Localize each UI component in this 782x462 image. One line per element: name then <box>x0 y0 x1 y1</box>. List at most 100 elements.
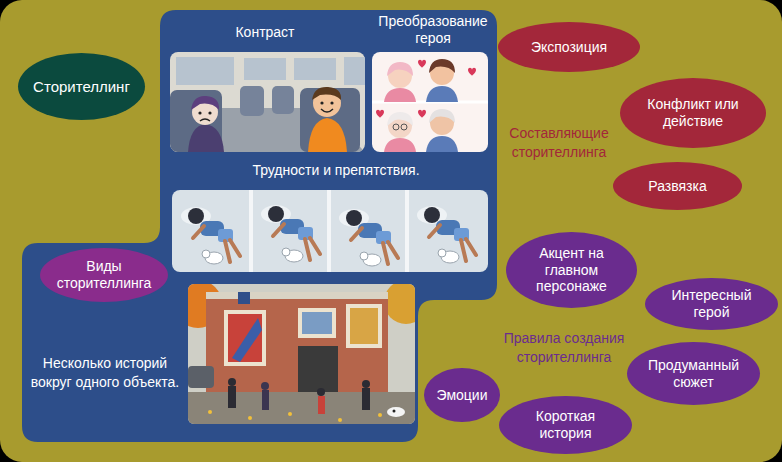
ellipse-node: Акцент на главном персонаже <box>506 232 637 308</box>
shop-window <box>298 308 336 338</box>
leaf <box>248 416 252 420</box>
panel-heading: Несколько историй вокруг одного объекта. <box>26 354 184 392</box>
sleeping-figure <box>261 205 320 262</box>
sad-child-body <box>188 124 224 152</box>
ellipse-fill <box>506 232 637 308</box>
ellipse-node: Виды сторителлинга <box>40 248 168 302</box>
ellipse-label: Интересный герой <box>659 287 765 321</box>
panel-divider <box>405 190 409 272</box>
person-hair <box>387 112 413 126</box>
sad-child-hair <box>191 96 219 110</box>
ellipse-fill <box>18 53 145 120</box>
pavement <box>188 392 415 424</box>
ellipse-fill <box>498 22 640 72</box>
ellipse-label: Конфликт или действие <box>635 96 752 130</box>
bus-window <box>176 57 234 85</box>
pedestrian <box>362 388 370 410</box>
bus-seat <box>272 86 294 114</box>
heart <box>418 60 426 68</box>
house-sign <box>238 292 250 304</box>
panel-divider <box>249 190 253 272</box>
ellipse-label: Развязка <box>626 178 729 195</box>
eye <box>198 111 201 114</box>
person-body <box>384 138 416 152</box>
bus-seat <box>300 88 360 152</box>
ellipse-label: Сторителлинг <box>31 78 133 96</box>
car <box>188 366 214 388</box>
couple-background <box>372 52 488 152</box>
group-label: Правила создания сторителлинга <box>487 329 641 367</box>
window-glass <box>302 312 332 334</box>
glasses <box>401 124 407 130</box>
pedestrian <box>228 378 236 386</box>
couple-scene <box>372 52 488 152</box>
pedestrian <box>261 382 269 390</box>
pedestrian <box>317 388 325 396</box>
sleeping-figure <box>339 209 398 266</box>
ellipse-fill <box>499 396 632 454</box>
pedestrian <box>318 396 325 414</box>
ellipse-node: Конфликт или действие <box>620 78 766 148</box>
ellipse-fill <box>620 78 766 148</box>
eye <box>320 101 323 104</box>
bus-seat <box>240 86 264 116</box>
happy-child-hair <box>312 87 341 100</box>
group-label: Составляющие сторителлинга <box>495 124 623 162</box>
street-scene <box>188 284 415 424</box>
heart <box>376 110 384 118</box>
dog <box>387 407 405 417</box>
ellipse-label: Продуманный сюжет <box>641 357 747 391</box>
happy-child-body <box>308 118 347 152</box>
door <box>298 346 338 394</box>
window-art <box>350 308 378 344</box>
eye <box>208 111 211 114</box>
eye <box>330 101 333 104</box>
pedestrian <box>262 390 269 410</box>
ellipse-label: Виды сторителлинга <box>53 258 155 292</box>
panel-fill <box>22 10 497 442</box>
pedestrian <box>362 380 370 388</box>
person-hair <box>429 59 455 73</box>
text-slot: Трудности и препятствия. <box>190 162 482 179</box>
smile <box>321 109 333 112</box>
ellipse-node: Сторителлинг <box>18 53 145 120</box>
ellipse-label: Эмоции <box>432 387 493 404</box>
ellipse-label: Акцент на главном персонаже <box>519 245 624 295</box>
bus-window <box>344 57 365 85</box>
ellipse-label: Короткая история <box>513 408 619 442</box>
panel-heading: Трудности и препятствия. <box>190 162 482 179</box>
autumn-tree <box>384 284 415 324</box>
brick-wall <box>206 292 388 394</box>
sleep-strip <box>172 190 488 272</box>
panel-divider <box>327 190 331 272</box>
ellipse-fill <box>627 342 760 405</box>
leaf <box>338 418 342 422</box>
window-art <box>228 314 262 362</box>
sleeping-figure <box>417 206 476 263</box>
person-hair <box>429 109 455 123</box>
person-body <box>384 88 416 102</box>
ellipse-node: Эмоции <box>424 368 500 422</box>
shop-window <box>346 304 382 348</box>
ellipse-fill <box>613 162 742 210</box>
person-body <box>426 136 458 152</box>
sad-mouth <box>200 119 210 121</box>
text-slot: Несколько историй вокруг одного объекта. <box>26 354 184 392</box>
ellipse-node: Развязка <box>613 162 742 210</box>
dog-spot <box>393 410 396 413</box>
person-body <box>426 86 458 102</box>
bus-window <box>294 58 336 80</box>
text-slot: Преобразование героя <box>372 13 494 47</box>
heart <box>418 110 426 118</box>
cornice <box>206 292 388 299</box>
ellipse-fill <box>645 278 778 330</box>
ellipse-node: Экспозиция <box>498 22 640 72</box>
bus-scene <box>170 52 365 152</box>
ellipse-label: Экспозиция <box>512 39 626 56</box>
glasses <box>393 124 399 130</box>
bus-window <box>244 58 286 80</box>
leaf <box>208 410 212 414</box>
